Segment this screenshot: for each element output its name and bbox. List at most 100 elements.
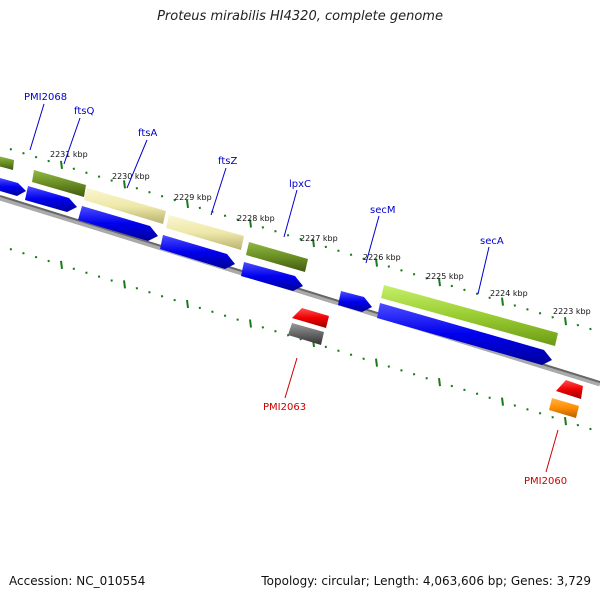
minor-tick: [349, 253, 353, 256]
minor-tick: [387, 265, 391, 268]
cds-arrow: [160, 235, 235, 269]
minor-tick: [349, 353, 353, 356]
major-tick: [123, 280, 126, 289]
cds-arrow: [241, 262, 303, 291]
major-tick: [249, 319, 252, 328]
major-tick: [186, 199, 189, 209]
minor-tick: [85, 171, 88, 174]
cds-arrow: [25, 186, 77, 212]
major-tick: [438, 377, 441, 387]
cds-arrow: [78, 206, 158, 241]
leader-line: [284, 357, 298, 399]
gene-ftsA: [84, 188, 166, 224]
major-tick: [123, 180, 126, 189]
leader-line: [365, 215, 380, 264]
gene-label-ftsA: ftsA: [138, 128, 157, 139]
gene-label-ftsZ: ftsZ: [218, 156, 237, 167]
minor-tick: [589, 327, 592, 331]
tick-label-2225: 2225 kbp: [426, 272, 464, 281]
accession-text: Accession: NC_010554: [9, 574, 146, 588]
minor-tick: [538, 312, 542, 315]
gene-label-secM: secM: [370, 205, 396, 216]
major-tick: [249, 219, 252, 228]
minor-tick: [34, 155, 38, 159]
inner-tick-ring: [9, 248, 592, 431]
minor-tick: [160, 194, 164, 198]
cds-arrow: [0, 178, 26, 196]
minor-tick: [47, 259, 50, 263]
minor-tick: [110, 279, 113, 282]
gene-red-PMI2060: [556, 380, 583, 399]
minor-tick: [97, 275, 101, 278]
gene-label-PMI2063: PMI2063: [263, 402, 306, 413]
minor-tick: [513, 404, 517, 407]
tick-label-2230: 2230 kbp: [112, 172, 150, 181]
tick-label-2227: 2227 kbp: [300, 234, 338, 243]
reverse-gene-labels: PMI2063 PMI2060: [263, 357, 567, 487]
minor-tick: [362, 357, 365, 360]
minor-tick: [236, 318, 239, 321]
minor-tick: [9, 248, 13, 251]
gene-label-ftsQ: ftsQ: [74, 106, 94, 117]
tick-labels: 2231 kbp 2230 kbp 2229 kbp 2228 kbp 2227…: [50, 150, 591, 316]
minor-tick: [211, 310, 214, 314]
minor-tick: [148, 191, 151, 194]
cds-arrows: [0, 178, 552, 365]
minor-tick: [425, 276, 428, 280]
minor-tick: [261, 326, 265, 329]
minor-tick: [450, 284, 454, 288]
gene-ftsQ: [32, 170, 86, 197]
major-tick: [501, 397, 504, 406]
minor-tick: [274, 330, 277, 333]
minor-tick: [589, 427, 592, 431]
minor-tick: [425, 376, 428, 380]
minor-tick: [324, 345, 328, 349]
gene-gray-PMI2063: [288, 323, 324, 345]
gene-lpxC: [246, 242, 308, 272]
minor-tick: [538, 412, 542, 415]
minor-tick: [488, 296, 491, 299]
leader-line: [210, 167, 227, 216]
gene-ftsZ: [166, 215, 244, 250]
minor-tick: [72, 167, 76, 171]
tick-label-2223: 2223 kbp: [553, 307, 591, 316]
minor-tick: [274, 230, 277, 233]
minor-tick: [34, 255, 38, 259]
major-tick: [375, 358, 378, 367]
minor-tick: [173, 198, 176, 202]
minor-tick: [85, 271, 88, 274]
minor-tick: [526, 408, 529, 411]
minor-tick: [148, 291, 151, 294]
gene-label-PMI2068: PMI2068: [24, 92, 67, 103]
major-tick: [312, 238, 315, 248]
minor-tick: [72, 267, 76, 271]
minor-tick: [475, 292, 479, 296]
minor-tick: [387, 365, 391, 368]
minor-tick: [551, 315, 554, 319]
minor-tick: [223, 314, 227, 317]
minor-tick: [412, 373, 416, 376]
minor-tick: [22, 251, 25, 255]
tick-label-2228: 2228 kbp: [237, 214, 275, 223]
forward-gene-labels: PMI2068 ftsQ ftsA ftsZ lpxC secM secA: [24, 92, 504, 295]
minor-tick: [324, 245, 328, 249]
leader-line: [126, 139, 148, 189]
minor-tick: [22, 151, 25, 155]
minor-tick: [513, 304, 517, 307]
minor-tick: [47, 159, 50, 163]
minor-tick: [173, 298, 176, 302]
leader-line: [29, 103, 45, 151]
major-tick: [375, 258, 378, 267]
leader-line: [63, 117, 81, 165]
gene-label-PMI2060: PMI2060: [524, 476, 567, 487]
tick-label-2229: 2229 kbp: [174, 193, 212, 202]
minor-tick: [488, 396, 491, 399]
minor-tick: [576, 323, 580, 327]
minor-tick: [223, 214, 227, 217]
major-tick: [564, 416, 567, 426]
minor-tick: [475, 392, 479, 396]
minor-tick: [110, 179, 113, 182]
gene-orange-PMI2060: [549, 398, 579, 418]
